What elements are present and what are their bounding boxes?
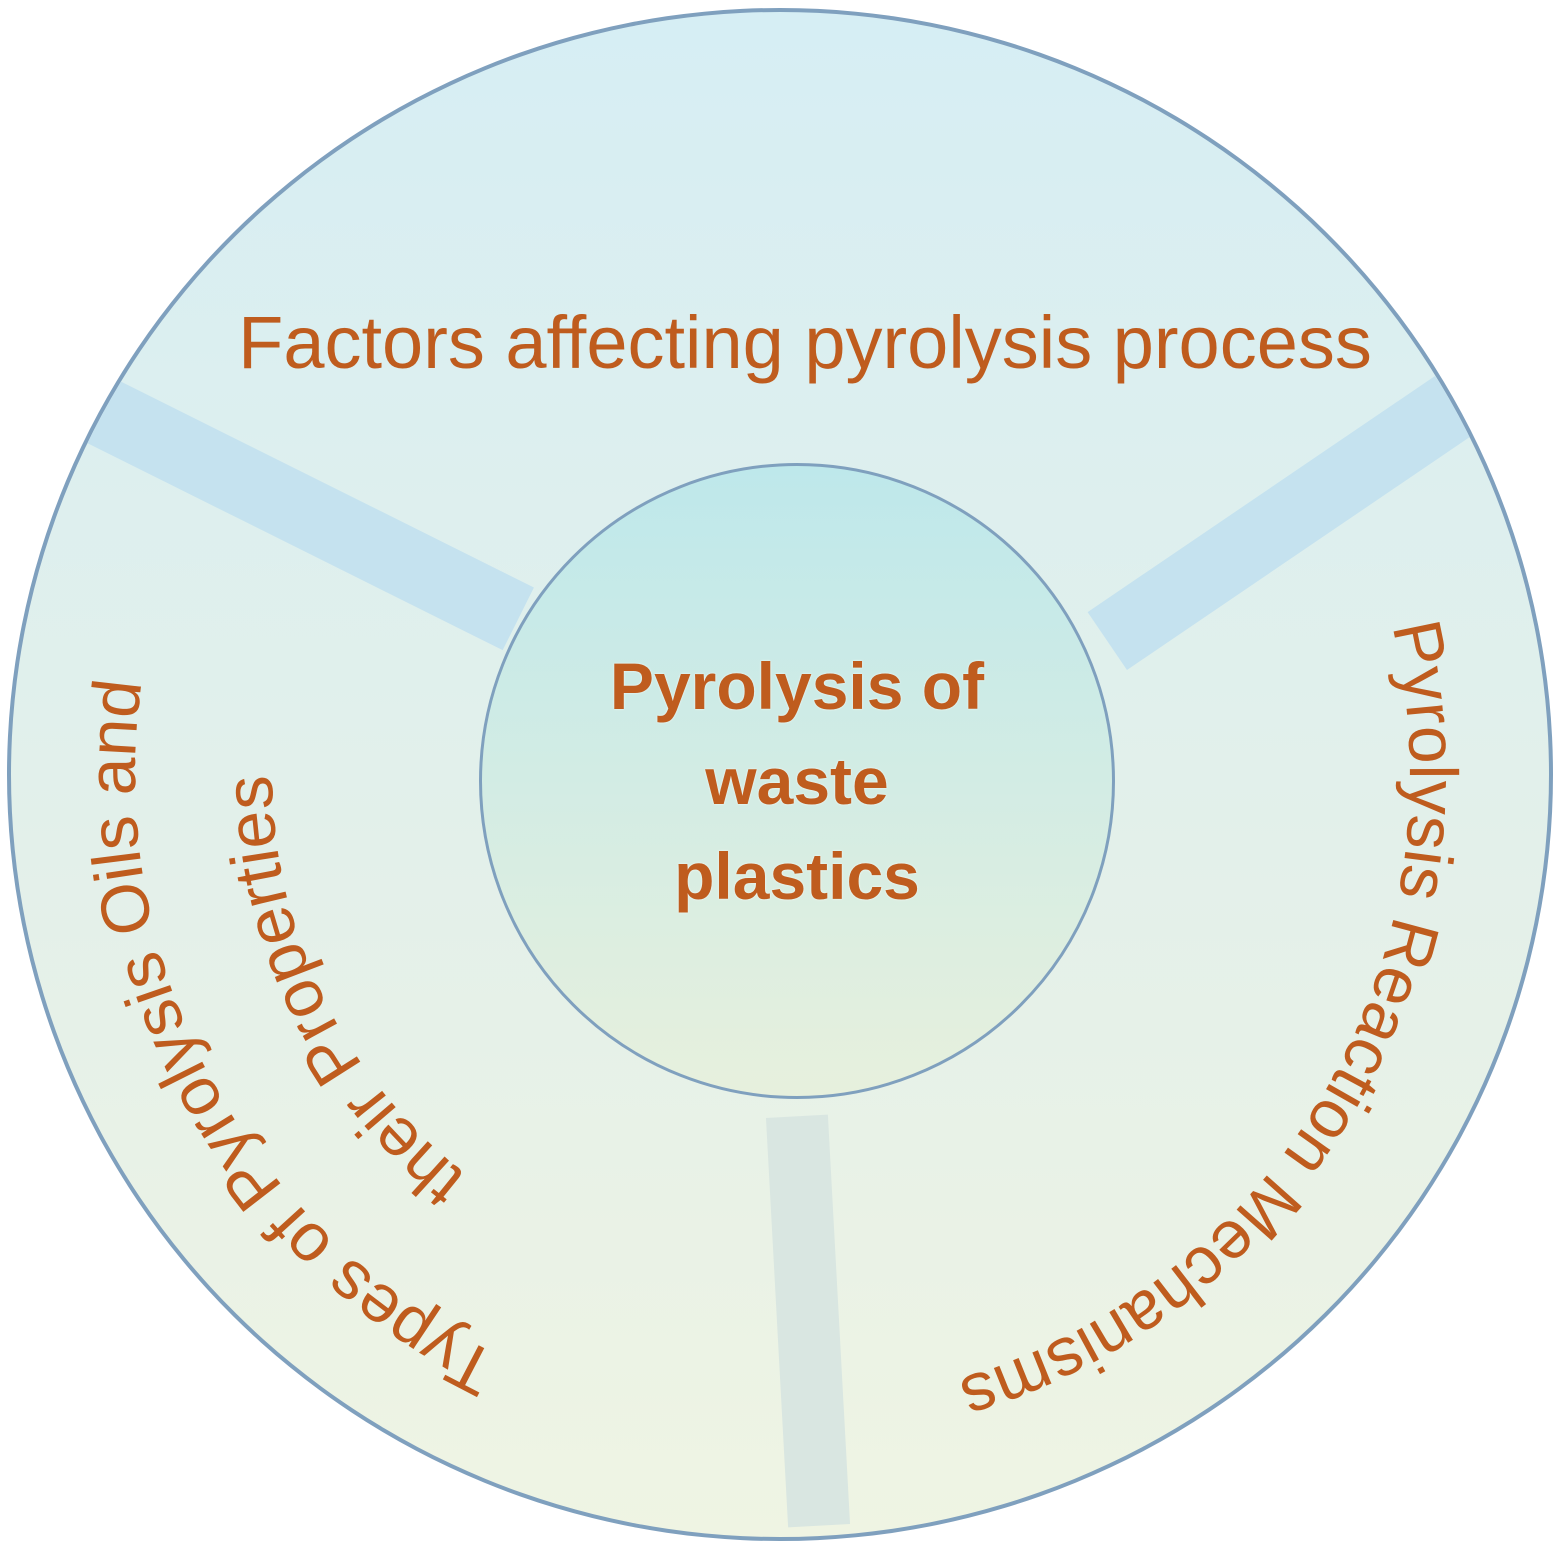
inner-circle: Pyrolysis of waste plastics (479, 463, 1115, 1099)
outer-circle: Factors affecting pyrolysis process Pyro… (7, 8, 1553, 1541)
spoke-divider-top-left (82, 377, 534, 651)
top-sector-label: Factors affecting pyrolysis process (238, 301, 1372, 384)
spoke-divider-bottom (765, 1114, 851, 1528)
center-title-line1: Pyrolysis of (609, 648, 985, 723)
center-title: Pyrolysis of waste plastics (610, 639, 984, 924)
center-title-line3: plastics (674, 838, 920, 913)
spoke-divider-top-right (1087, 376, 1475, 670)
center-title-line2: waste (705, 743, 889, 818)
